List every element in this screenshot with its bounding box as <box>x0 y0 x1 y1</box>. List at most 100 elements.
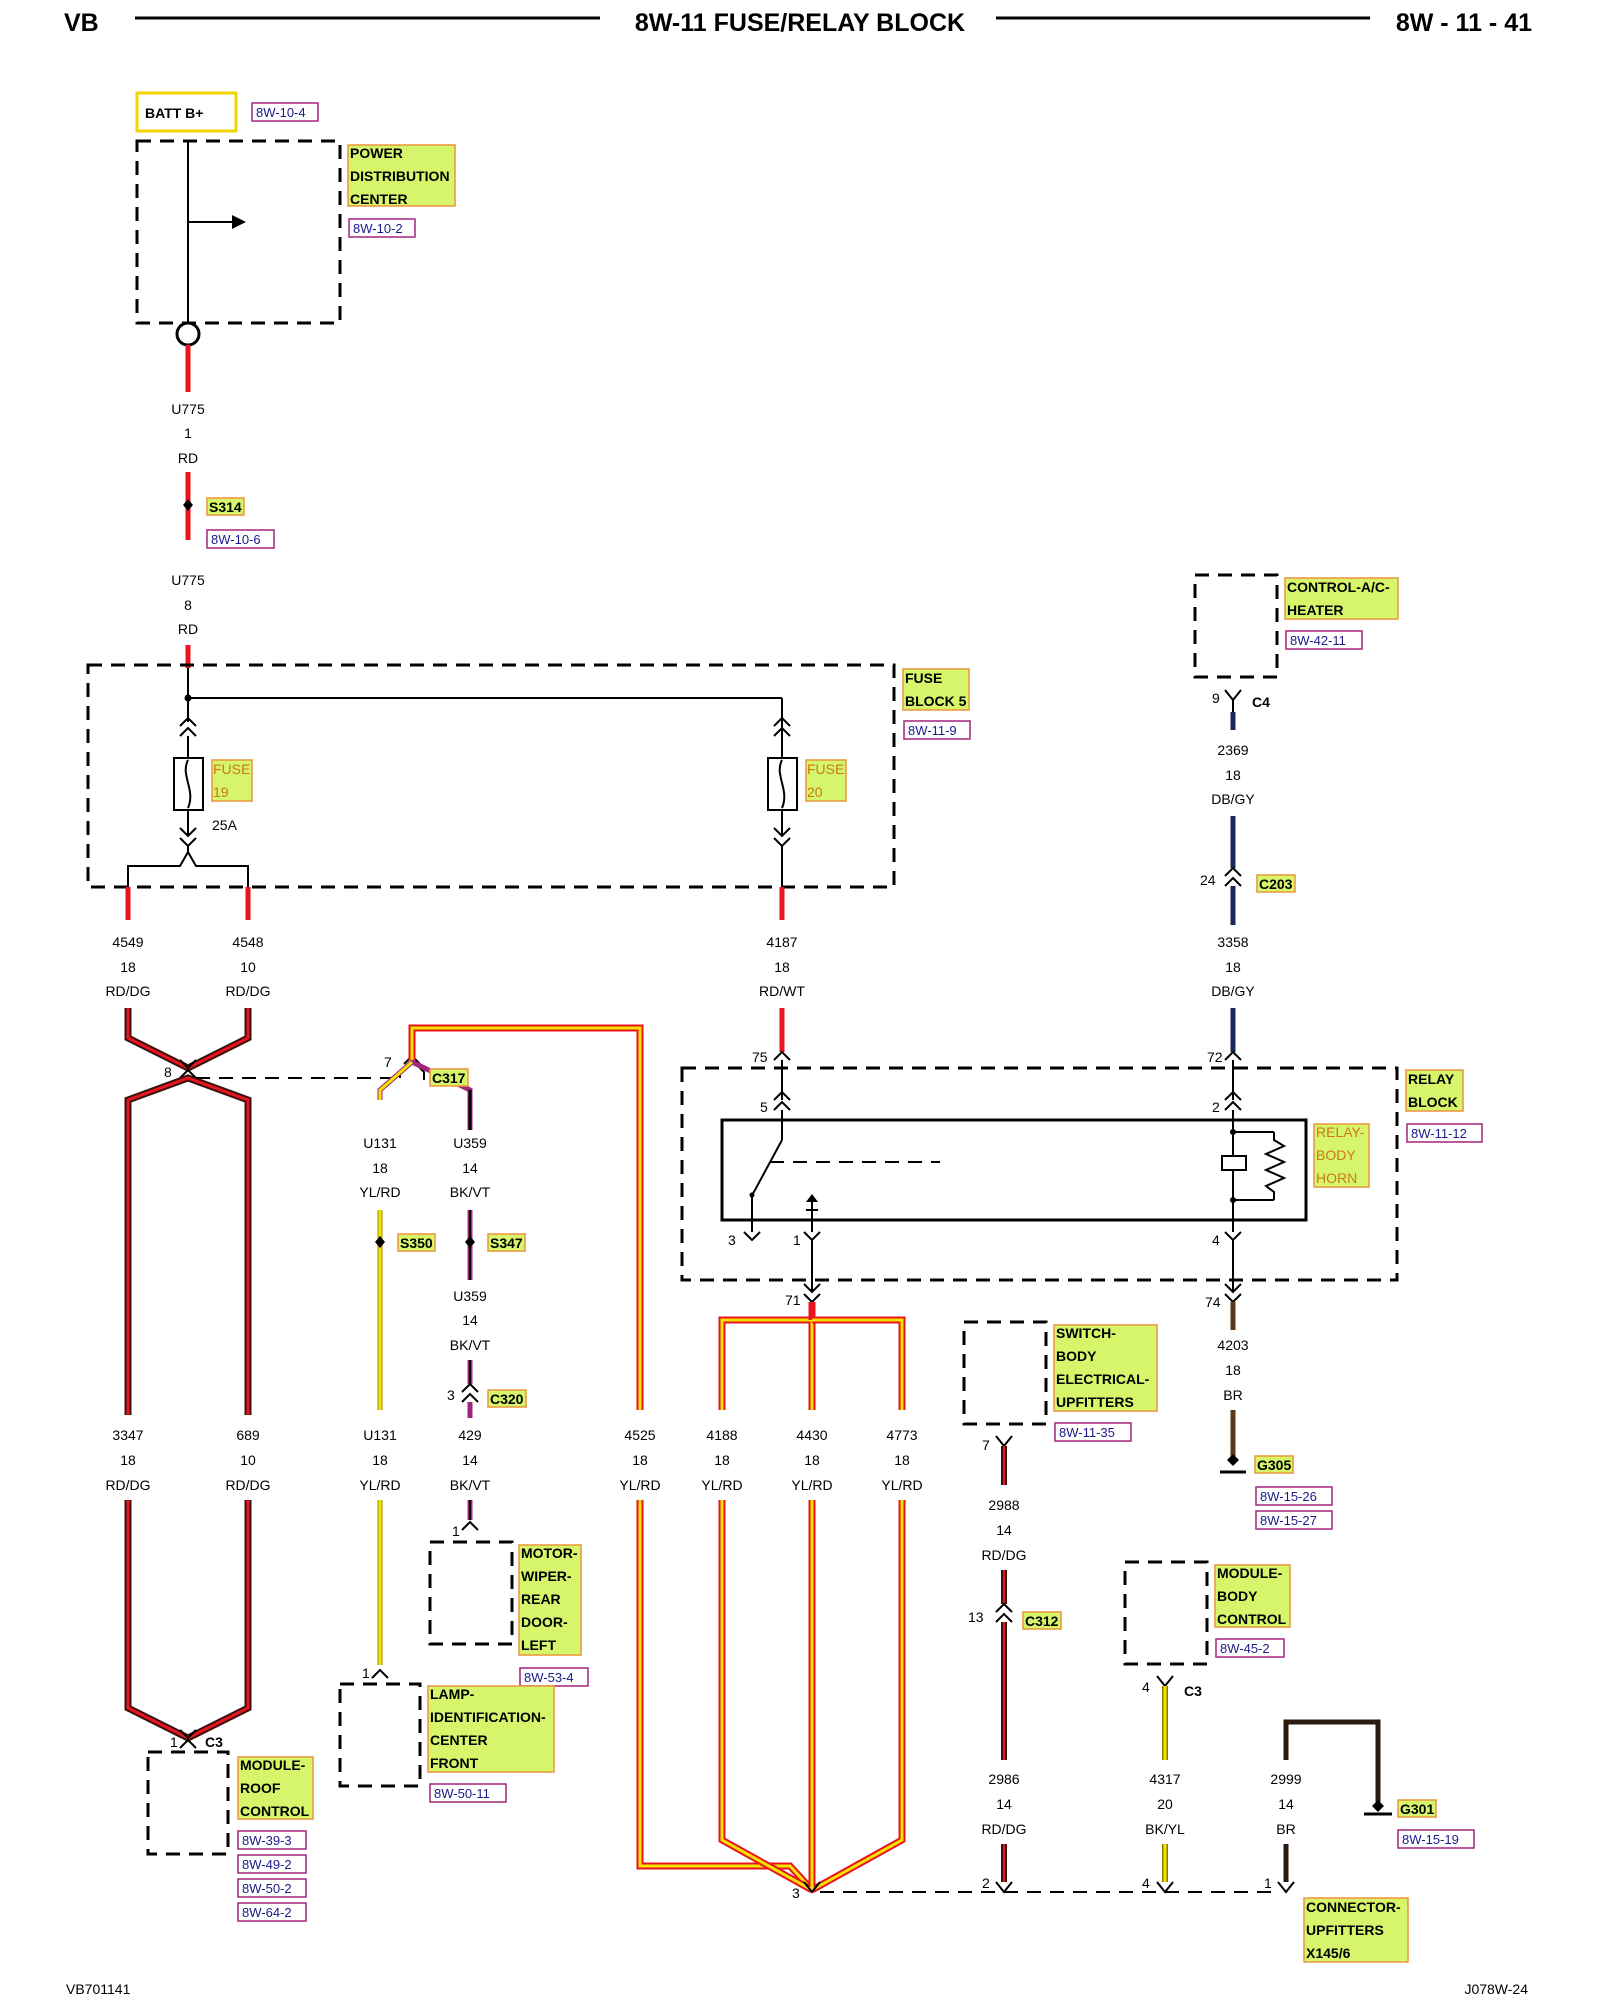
w4549-gauge: 18 <box>120 959 136 975</box>
header-page: 8W - 11 - 41 <box>1396 9 1532 37</box>
u359b-circuit: U359 <box>453 1288 487 1304</box>
c317-pin-left: 8 <box>164 1064 172 1080</box>
w4549-color: RD/DG <box>105 983 150 999</box>
switch-body-line4: UPFITTERS <box>1056 1394 1134 1410</box>
switch-body-line1: SWITCH- <box>1056 1325 1116 1341</box>
w2999-circuit: 2999 <box>1270 1771 1301 1787</box>
batt-label: BATT B+ <box>145 105 203 121</box>
lamp-id-pin: 1 <box>362 1665 370 1681</box>
u775b-circuit: U775 <box>171 572 205 588</box>
connector-upfitters: 3 2 4 1 CONNECTOR- UPFITTERS X145/6 <box>792 1875 1409 1963</box>
wire-2369-3358: 2369 18 DB/GY 24 C203 3358 18 DB/GY <box>1200 742 1296 999</box>
motor-wiper-line4: DOOR- <box>521 1614 568 1630</box>
w4203-color: BR <box>1223 1387 1242 1403</box>
module-roof-pin: 1 <box>170 1734 178 1750</box>
wire-u131-lower: U131 18 YL/RD 1 <box>359 1427 400 1681</box>
w4549-circuit: 4549 <box>112 934 143 950</box>
w2986-color: RD/DG <box>981 1821 1026 1837</box>
wire-4203-g305: 4203 18 BR G305 8W-15-26 8W-15-27 <box>1217 1302 1333 1530</box>
u359b-color: BK/VT <box>450 1337 491 1353</box>
w4317-gauge: 20 <box>1157 1796 1173 1812</box>
s314-ref: 8W-10-6 <box>211 532 261 547</box>
fuse20-line1: FUSE <box>807 761 844 777</box>
lamp-id-ref: 8W-50-11 <box>434 1786 490 1801</box>
relay-pin-4: 4 <box>1212 1232 1220 1248</box>
batt-b-plus: BATT B+ 8W-10-4 <box>135 91 319 133</box>
w2988-color: RD/DG <box>981 1547 1026 1563</box>
w4525-gauge: 18 <box>632 1452 648 1468</box>
w3358-circuit: 3358 <box>1217 934 1248 950</box>
w4548-gauge: 10 <box>240 959 256 975</box>
c317-label: C317 <box>432 1070 466 1086</box>
fuse-block-line1: FUSE <box>905 670 942 686</box>
relay-pin-5: 5 <box>760 1099 768 1115</box>
conn-upfitters-pin1: 1 <box>1264 1875 1272 1891</box>
u775a-color: RD <box>178 450 198 466</box>
w689-color: RD/DG <box>225 1477 270 1493</box>
fuse-block-5: FUSE BLOCK 5 8W-11-9 <box>86 663 971 889</box>
wire-u359: U359 14 BK/VT S347 U359 14 BK/VT 3 C320 <box>447 1135 527 1418</box>
conn-upfitters-line2: UPFITTERS <box>1306 1922 1384 1938</box>
switch-body-electrical-upfitters: SWITCH- BODY ELECTRICAL- UPFITTERS 8W-11… <box>962 1320 1158 1453</box>
lamp-identification-center-front: LAMP- IDENTIFICATION- CENTER FRONT 8W-50… <box>338 1682 555 1803</box>
g301-ref: 8W-15-19 <box>1402 1832 1459 1847</box>
module-body-control: MODULE- BODY CONTROL 8W-45-2 4 C3 4317 2… <box>1123 1560 1291 1882</box>
u359a-gauge: 14 <box>462 1160 478 1176</box>
page-header: VB 8W-11 FUSE/RELAY BLOCK 8W - 11 - 41 <box>64 9 1532 37</box>
module-roof-ref1: 8W-39-3 <box>242 1833 292 1848</box>
u359a-circuit: U359 <box>453 1135 487 1151</box>
w3347-circuit: 3347 <box>112 1427 143 1443</box>
harness-yl-rd-71: 4188 18 YL/RD 4430 18 YL/RD 4773 18 YL/R… <box>701 1302 923 1894</box>
w4188-circuit: 4188 <box>706 1427 737 1443</box>
w3347-gauge: 18 <box>120 1452 136 1468</box>
w2988-gauge: 14 <box>996 1522 1012 1538</box>
switch-body-pin: 7 <box>982 1437 990 1453</box>
footer-left: VB701141 <box>66 1981 131 1997</box>
conn-upfitters-pin4: 4 <box>1142 1875 1150 1891</box>
motor-wiper-line2: WIPER- <box>521 1568 572 1584</box>
module-roof-line3: CONTROL <box>240 1803 310 1819</box>
w3358-color: DB/GY <box>1211 983 1255 999</box>
switch-body-ref: 8W-11-35 <box>1059 1425 1115 1440</box>
lamp-id-line3: CENTER <box>430 1732 488 1748</box>
w429-gauge: 14 <box>462 1452 478 1468</box>
relay-horn-line2: BODY <box>1316 1147 1356 1163</box>
w4773-gauge: 18 <box>894 1452 910 1468</box>
module-body-line1: MODULE- <box>1217 1565 1283 1581</box>
motor-wiper-pin: 1 <box>452 1523 460 1539</box>
module-roof-ref2: 8W-49-2 <box>242 1857 292 1872</box>
fuse19-line1: FUSE <box>213 761 250 777</box>
module-body-ref: 8W-45-2 <box>1220 1641 1270 1656</box>
motor-wiper-line3: REAR <box>521 1591 561 1607</box>
c317-pin: 7 <box>384 1054 392 1070</box>
module-roof-ref3: 8W-50-2 <box>242 1881 292 1896</box>
motor-wiper-ref: 8W-53-4 <box>524 1670 574 1685</box>
g305-ref1: 8W-15-26 <box>1260 1489 1317 1504</box>
w4430-color: YL/RD <box>791 1477 832 1493</box>
c4-pin: 9 <box>1212 690 1220 706</box>
w4548-circuit: 4548 <box>232 934 263 950</box>
fuse-block-ref: 8W-11-9 <box>908 723 957 738</box>
w2369-circuit: 2369 <box>1217 742 1248 758</box>
u131b-color: YL/RD <box>359 1477 400 1493</box>
control-ac-line2: HEATER <box>1287 602 1344 618</box>
c320-label: C320 <box>490 1391 524 1407</box>
module-roof-line2: ROOF <box>240 1780 281 1796</box>
w4203-circuit: 4203 <box>1217 1337 1248 1353</box>
module-roof-ref4: 8W-64-2 <box>242 1905 292 1920</box>
fuse-19: FUSE 19 25A <box>127 698 253 887</box>
module-body-conn: C3 <box>1184 1683 1202 1699</box>
fuse19-rating: 25A <box>212 817 238 833</box>
motor-wiper-line1: MOTOR- <box>521 1545 578 1561</box>
page-footer: VB701141 J078W-24 <box>66 1981 1528 1997</box>
u131b-gauge: 18 <box>372 1452 388 1468</box>
relay-pin-74: 74 <box>1205 1294 1221 1310</box>
relay-block: 75 5 3 1 71 72 2 <box>680 1008 1483 1310</box>
fuse-20: FUSE 20 <box>767 716 847 887</box>
u131b-circuit: U131 <box>363 1427 397 1443</box>
conn-upfitters-pin2: 2 <box>982 1875 990 1891</box>
wire-2988-2986: 2988 14 RD/DG 13 C312 2986 14 RD/DG <box>968 1446 1062 1882</box>
lamp-id-line2: IDENTIFICATION- <box>430 1709 546 1725</box>
c312-pin: 13 <box>968 1609 984 1625</box>
